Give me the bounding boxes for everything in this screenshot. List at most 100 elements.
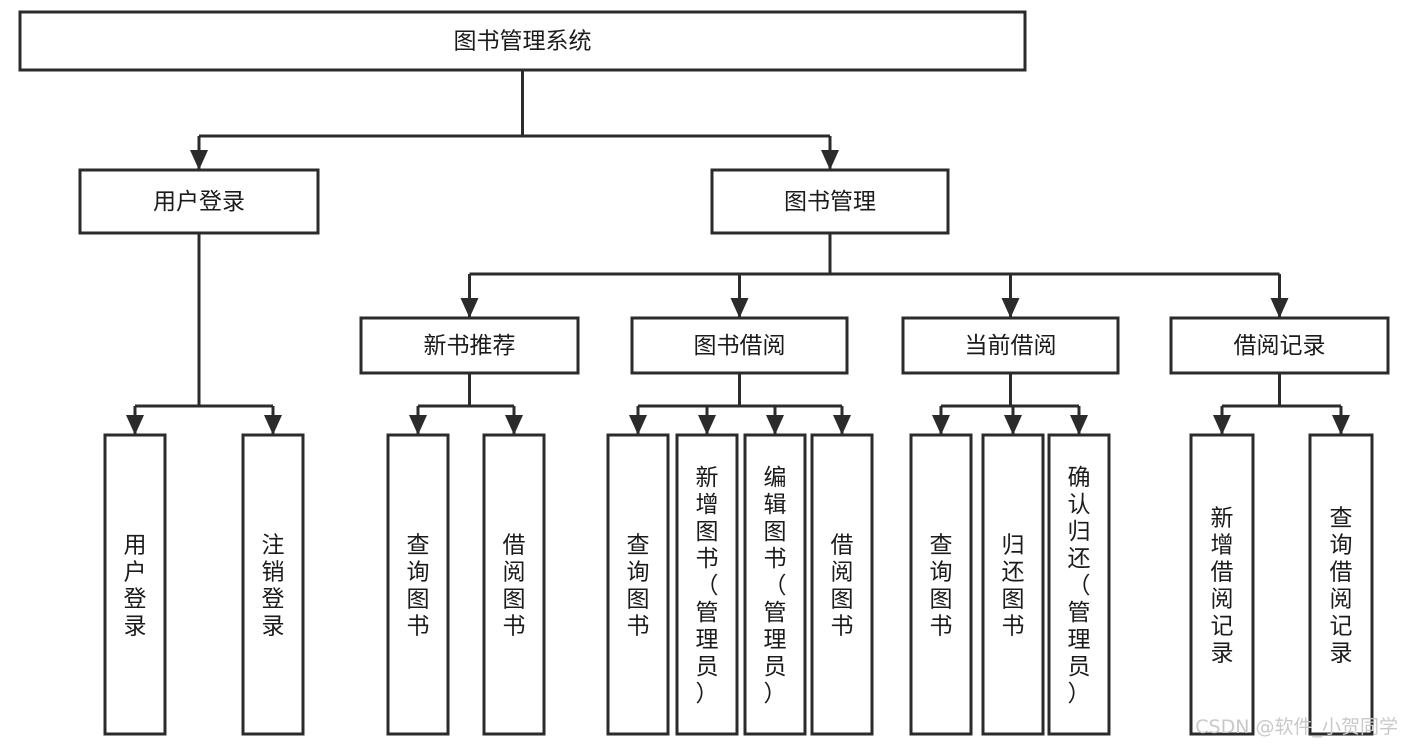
node-borrow-record[interactable]: 借阅记录 <box>1169 316 1390 375</box>
leaf-bb-edit-book-box <box>743 433 807 736</box>
node-book-management-box <box>710 168 950 235</box>
arrow-to-borrow-record <box>1270 298 1289 318</box>
svg-text:查: 查 <box>930 533 953 559</box>
arrow-to-bb-query-book <box>629 415 647 435</box>
svg-text:（: （ <box>1068 573 1091 599</box>
svg-text:增: 增 <box>696 492 719 518</box>
svg-text:（: （ <box>696 573 719 599</box>
arrow-to-br-add-record <box>1213 415 1231 435</box>
svg-text:阅: 阅 <box>1330 587 1353 613</box>
svg-text:还: 还 <box>1002 560 1025 586</box>
svg-text:查: 查 <box>627 533 650 559</box>
svg-text:询: 询 <box>1330 533 1353 559</box>
svg-text:新: 新 <box>696 465 719 491</box>
arrow-to-nbr-query-book <box>409 415 427 435</box>
arrow-to-book-borrow <box>730 298 749 318</box>
svg-text:注: 注 <box>262 533 285 559</box>
leaf-bb-query-book-box <box>606 433 670 736</box>
svg-text:阅: 阅 <box>503 560 526 586</box>
svg-text:书: 书 <box>764 546 787 572</box>
svg-text:图: 图 <box>696 519 719 545</box>
svg-text:管: 管 <box>1068 600 1091 626</box>
svg-text:还: 还 <box>1068 546 1091 572</box>
svg-text:销: 销 <box>262 560 285 586</box>
node-user-login-box <box>78 168 320 235</box>
leaf-leaf-user-login[interactable]: 用户登录 <box>103 433 167 736</box>
svg-text:新: 新 <box>1211 506 1234 532</box>
svg-text:阅: 阅 <box>1211 587 1234 613</box>
csdn-watermark: CSDN @软件_小贺同学 <box>1195 716 1398 738</box>
svg-text:）: ） <box>764 681 787 707</box>
svg-text:用: 用 <box>124 533 147 559</box>
arrow-to-bb-borrow-book <box>833 415 851 435</box>
leaf-br-query-record-box <box>1308 433 1374 736</box>
svg-text:编: 编 <box>764 465 787 491</box>
svg-text:询: 询 <box>627 560 650 586</box>
node-root[interactable]: 图书管理系统 <box>18 10 1027 72</box>
svg-text:图: 图 <box>1002 587 1025 613</box>
svg-text:增: 增 <box>1211 533 1234 559</box>
svg-text:理: 理 <box>696 627 719 653</box>
svg-text:查: 查 <box>407 533 430 559</box>
svg-text:借: 借 <box>831 533 854 559</box>
node-current-borrow[interactable]: 当前借阅 <box>901 316 1120 375</box>
svg-text:书: 书 <box>407 614 430 640</box>
node-book-borrow-label: 图书借阅 <box>694 333 786 359</box>
leaf-leaf-user-login-label: 用户登录 <box>124 533 147 640</box>
node-book-borrow-box <box>630 316 849 375</box>
svg-text:登: 登 <box>262 587 285 613</box>
svg-text:图: 图 <box>764 519 787 545</box>
svg-text:阅: 阅 <box>831 560 854 586</box>
svg-text:员: 员 <box>1068 654 1091 680</box>
svg-text:登: 登 <box>124 587 147 613</box>
svg-text:归: 归 <box>1002 533 1025 559</box>
node-book-borrow[interactable]: 图书借阅 <box>630 316 849 375</box>
svg-text:书: 书 <box>627 614 650 640</box>
svg-text:员: 员 <box>696 654 719 680</box>
svg-text:书: 书 <box>1002 614 1025 640</box>
leaf-cb-return-book-box <box>981 433 1045 736</box>
node-borrow-record-box <box>1169 316 1390 375</box>
svg-text:查: 查 <box>1330 506 1353 532</box>
node-current-borrow-label: 当前借阅 <box>965 333 1057 359</box>
node-book-management[interactable]: 图书管理 <box>710 168 950 235</box>
arrow-to-cb-return-book <box>1004 415 1022 435</box>
svg-text:书: 书 <box>503 614 526 640</box>
node-current-borrow-box <box>901 316 1120 375</box>
node-new-book-recommend[interactable]: 新书推荐 <box>359 316 580 375</box>
node-user-login[interactable]: 用户登录 <box>78 168 320 235</box>
leaf-nbr-query-book-box <box>386 433 450 736</box>
node-root-label: 图书管理系统 <box>454 29 592 55</box>
leaf-nbr-borrow-book-box <box>482 433 546 736</box>
svg-text:图: 图 <box>407 587 430 613</box>
node-borrow-record-label: 借阅记录 <box>1234 333 1326 359</box>
leaf-leaf-user-logout-box <box>241 433 305 736</box>
svg-text:管: 管 <box>696 600 719 626</box>
svg-text:图: 图 <box>627 587 650 613</box>
svg-text:借: 借 <box>1211 560 1234 586</box>
svg-text:记: 记 <box>1330 614 1353 640</box>
svg-text:）: ） <box>696 681 719 707</box>
node-root-box <box>18 10 1027 72</box>
